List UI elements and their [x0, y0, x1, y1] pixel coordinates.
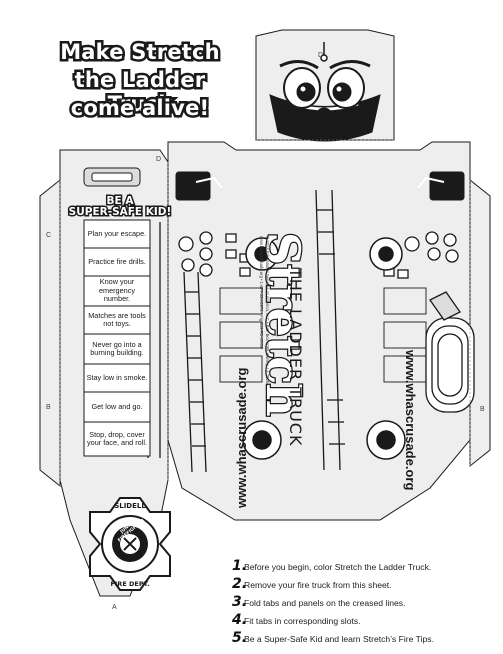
step-number: 1.: [232, 558, 248, 574]
instruction-step-1: 1. Before you begin, color Stretch the L…: [232, 558, 492, 575]
instruction-step-4: 4. Fit tabs in corresponding slots.: [232, 612, 492, 629]
step-number: 3.: [232, 594, 248, 610]
instruction-step-3: 3. Fold tabs and panels on the creased l…: [232, 594, 492, 611]
fold-letter-d-left: D: [156, 156, 162, 163]
fold-lines: [59, 139, 471, 486]
ladder-truck-subtitle: THE LADDER TRUCK: [286, 268, 305, 447]
cab-lights: [175, 171, 465, 201]
fold-letter-b-left: B: [46, 404, 51, 411]
step-text: Fit tabs in corresponding slots.: [244, 616, 361, 626]
nose: [317, 107, 331, 117]
title-line-3: come alive!: [68, 94, 211, 123]
glue-tab-left: [39, 178, 61, 488]
fire-tip-1: Plan your escape.: [87, 228, 147, 238]
step-text: Be a Super-Safe Kid and learn Stretch’s …: [244, 634, 434, 644]
fold-letter-b-right: B: [480, 406, 485, 413]
fire-tip-8: Stop, drop, cover your face, and roll.: [86, 429, 148, 447]
stretch-face: [269, 42, 381, 142]
fire-tip-5: Never go into a burning building.: [90, 339, 144, 357]
side-mirror-strip: [83, 167, 141, 187]
step-number: 5.: [232, 630, 248, 646]
step-number: 4.: [232, 612, 248, 628]
fold-letter-a: A: [112, 604, 117, 611]
ladder-center: [315, 189, 345, 471]
step-number: 2.: [232, 576, 248, 592]
fire-tip-7: Get low and go.: [91, 401, 143, 411]
badge-bottom-text: FIRE DEPT.: [110, 580, 150, 588]
truck-body: [167, 141, 471, 521]
website-left: www.whascrusade.org: [234, 367, 249, 508]
junior-firefighter-badge: [89, 497, 171, 591]
step-text: Remove your fire truck from this sheet.: [244, 580, 392, 590]
glue-tab-right: [469, 178, 491, 468]
fire-tip-4: Matches are tools not toys.: [88, 310, 146, 328]
instruction-step-5: 5. Be a Super-Safe Kid and learn Stretch…: [232, 630, 492, 647]
fire-tip-2: Practice fire drills.: [88, 256, 146, 266]
step-text: Fold tabs and panels on the creased line…: [244, 598, 406, 608]
tip-box-frames: [83, 219, 151, 457]
banner-line-1: BE A: [105, 194, 135, 208]
title-line-2: the Ladder Truck: [72, 66, 208, 119]
instructions-list: 1. Before you begin, color Stretch the L…: [232, 558, 492, 648]
super-safe-kid-banner: BE A SUPER-SAFE KID!: [60, 194, 180, 219]
ladder-left: [183, 271, 207, 473]
fold-letter-c: C: [46, 232, 52, 239]
gauges-right: [383, 231, 459, 279]
website-right: www.whascrusade.org: [403, 350, 418, 491]
fire-tip-6: Stay low in smoke.: [86, 372, 148, 382]
wheels: [242, 237, 406, 460]
banner-line-2: SUPER-SAFE KID!: [67, 205, 173, 219]
badge-top-text: SLIDELL: [114, 502, 146, 510]
gauges-left: [178, 231, 251, 277]
fold-letter-d-top: D: [318, 52, 324, 59]
copyright-line-2: www.whascrusade.org • 1-877-324-0974 • F…: [259, 236, 264, 350]
copyright-line-1: © 2013 Educational Services of America, …: [265, 236, 270, 386]
step-text: Before you begin, color Stretch the Ladd…: [244, 562, 432, 572]
hose-reel: [425, 291, 475, 413]
fire-tip-3: Know your emergency number.: [98, 277, 136, 304]
instruction-step-2: 2. Remove your fire truck from this shee…: [232, 576, 492, 593]
title-line-1: Make Stretch: [58, 38, 222, 67]
